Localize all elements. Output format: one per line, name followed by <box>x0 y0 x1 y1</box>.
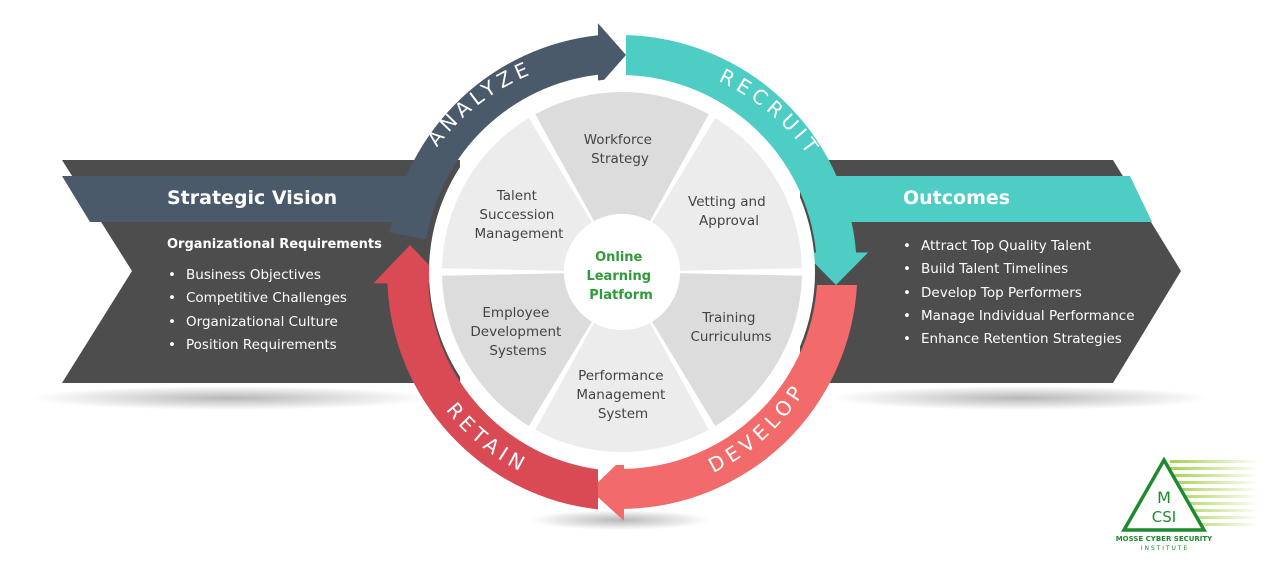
list-item: Enhance Retention Strategies <box>903 328 1135 351</box>
wheel-hub <box>564 214 680 330</box>
wheel-segment-workforce-strategy <box>535 92 709 222</box>
list-item: Business Objectives <box>168 264 347 287</box>
logo-triangle <box>1120 456 1208 532</box>
strategic-vision-title: Strategic Vision <box>167 187 338 209</box>
list-item: Build Talent Timelines <box>903 258 1135 281</box>
mcsi-logo: M CSI MOSSE CYBER SECURITY I N S T I T U… <box>1116 456 1260 552</box>
right-panel-title-band <box>815 176 1152 222</box>
segment-label-performance-management: Performance Management System <box>576 368 669 422</box>
outcomes-title: Outcomes <box>903 187 1011 209</box>
wheel-segments <box>442 92 802 452</box>
logo-letters-top: M <box>1157 488 1171 507</box>
list-item: Position Requirements <box>168 334 347 357</box>
logo-tagline: I N S T I T U T E <box>1141 545 1187 552</box>
hub-label: Online Learning Platform <box>586 250 655 303</box>
left-panel-list: Business Objectives Competitive Challeng… <box>168 264 347 357</box>
logo-name: MOSSE CYBER SECURITY <box>1116 535 1213 543</box>
segment-label-employee-development: Employee Development Systems <box>470 305 565 359</box>
wheel-segment-performance-management-system <box>535 322 709 452</box>
wheel-segment-vetting-and-approval <box>652 118 802 271</box>
list-item: Organizational Culture <box>168 311 347 334</box>
develop-arrow <box>590 285 857 521</box>
left-panel-title-band <box>62 176 430 222</box>
cycle-ring <box>373 23 869 521</box>
retain-arrow <box>373 245 598 510</box>
list-item: Develop Top Performers <box>903 282 1135 305</box>
right-panel-shadow <box>830 386 1210 410</box>
segment-label-workforce-strategy: Workforce Strategy <box>584 132 656 167</box>
segment-label-talent-succession: Talent Succession Management <box>475 188 564 242</box>
right-panel-list: Attract Top Quality Talent Build Talent … <box>903 235 1135 351</box>
cycle-shadow <box>530 510 710 530</box>
logo-stripes <box>1170 460 1260 526</box>
recruit-arrow <box>626 35 869 285</box>
segment-label-vetting-approval: Vetting and Approval <box>688 194 770 229</box>
list-item: Manage Individual Performance <box>903 305 1135 328</box>
segment-label-training-curriculums: Training Curriculums <box>690 310 771 345</box>
wheel-segment-talent-succession-management <box>442 118 592 271</box>
logo-letters-bottom: CSI <box>1152 508 1176 526</box>
list-item: Attract Top Quality Talent <box>903 235 1135 258</box>
analyze-arrow <box>389 23 626 240</box>
left-panel-shadow <box>30 386 430 410</box>
organizational-requirements-heading: Organizational Requirements <box>167 237 382 252</box>
wheel-segment-employee-development-systems <box>442 273 592 426</box>
list-item: Competitive Challenges <box>168 287 347 310</box>
wheel-segment-training-curriculums <box>652 273 802 426</box>
